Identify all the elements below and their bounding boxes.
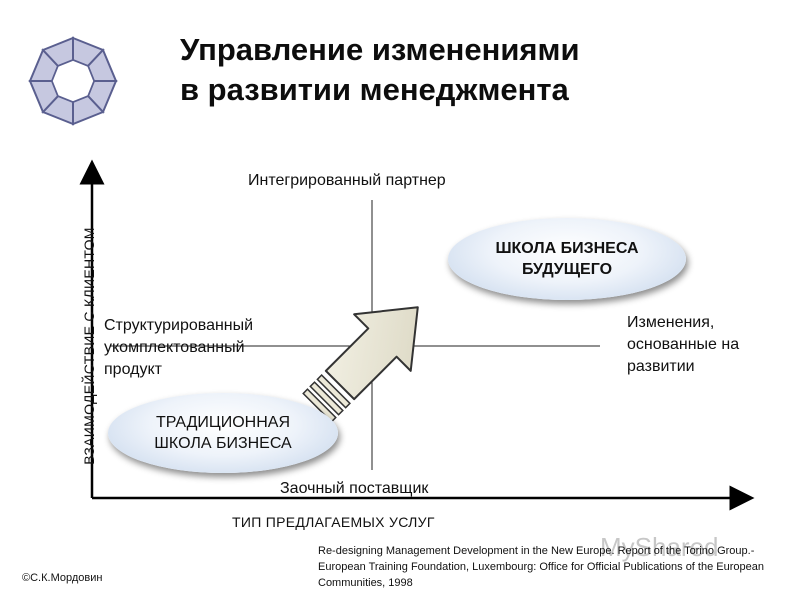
left-quadrant-label: Структурированный укомплектованный проду… <box>104 317 254 378</box>
future-business-school-label: ШКОЛА БИЗНЕСА БУДУЩЕГО <box>495 240 639 278</box>
copyright-text: ©С.К.Мордовин <box>22 572 103 584</box>
source-citation: Re-designing Management Development in t… <box>318 545 764 589</box>
x-axis-label: ТИП ПРЕДЛАГАЕМЫХ УСЛУГ <box>232 514 435 530</box>
top-quadrant-label: Интегрированный партнер <box>248 172 446 189</box>
watermark-text: MyShared <box>600 532 719 562</box>
future-business-school-oval: ШКОЛА БИЗНЕСА БУДУЩЕГО <box>448 218 686 300</box>
logo-icon <box>28 36 118 126</box>
y-axis-label: ВЗАИМОДЕЙСТВИЕ С КЛИЕНТОМ <box>81 227 97 465</box>
bottom-quadrant-label: Заочный поставщик <box>280 480 429 497</box>
right-quadrant-label: Изменения, основанные на развитии <box>627 314 740 375</box>
traditional-business-school-oval: ТРАДИЦИОННАЯ ШКОЛА БИЗНЕСА <box>108 393 338 473</box>
traditional-business-school-label: ТРАДИЦИОННАЯ ШКОЛА БИЗНЕСА <box>154 414 292 452</box>
growth-arrow <box>302 306 419 423</box>
page-title: Управление изменениями в развитии менедж… <box>180 30 580 110</box>
title-line-1: Управление изменениями <box>180 32 580 67</box>
title-line-2: в развитии менеджмента <box>180 72 569 107</box>
